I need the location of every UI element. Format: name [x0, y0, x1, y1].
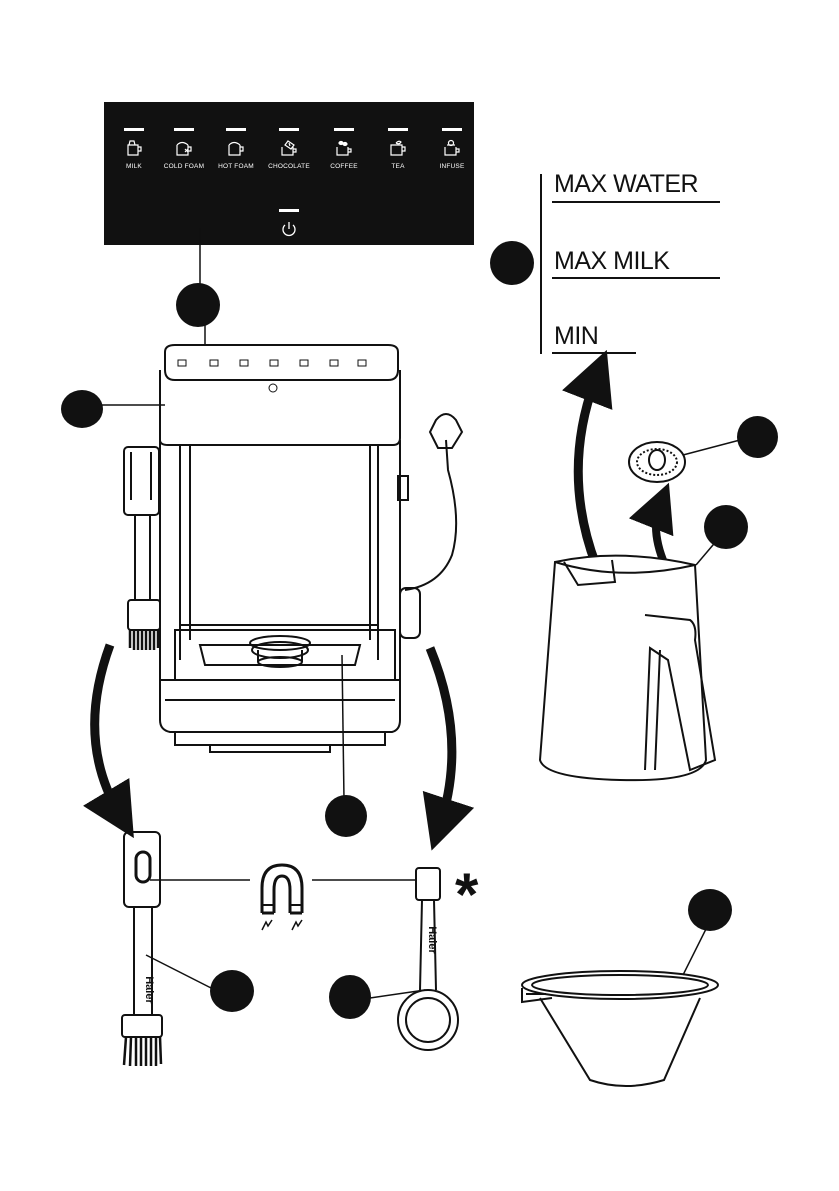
callout-jug	[704, 505, 748, 549]
optional-asterisk: *	[455, 865, 478, 925]
cleaning-brush-docked	[124, 447, 160, 650]
arrow-brush	[95, 645, 120, 815]
tea-filter	[522, 925, 718, 1086]
brush-brand: Haier	[143, 976, 155, 1004]
arrow-whisk	[656, 505, 665, 565]
callout-whisk	[737, 416, 778, 458]
callout-machine-body	[61, 390, 103, 428]
magnet-icon	[262, 865, 415, 930]
arrow-lid	[578, 375, 597, 565]
callout-brush	[210, 970, 254, 1012]
measuring-spoon	[370, 868, 458, 1050]
callout-control-panel	[176, 283, 220, 327]
callout-base	[325, 795, 367, 837]
cleaning-brush	[122, 832, 250, 1066]
callout-spoon	[329, 975, 371, 1019]
callout-level-marks	[490, 241, 534, 285]
callout-filter	[688, 889, 732, 931]
frothing-jug	[540, 532, 724, 780]
frother-machine	[160, 345, 462, 752]
whisk-disc	[629, 440, 740, 482]
arrow-spoon	[430, 648, 452, 825]
spoon-brand: Haier	[426, 926, 438, 954]
